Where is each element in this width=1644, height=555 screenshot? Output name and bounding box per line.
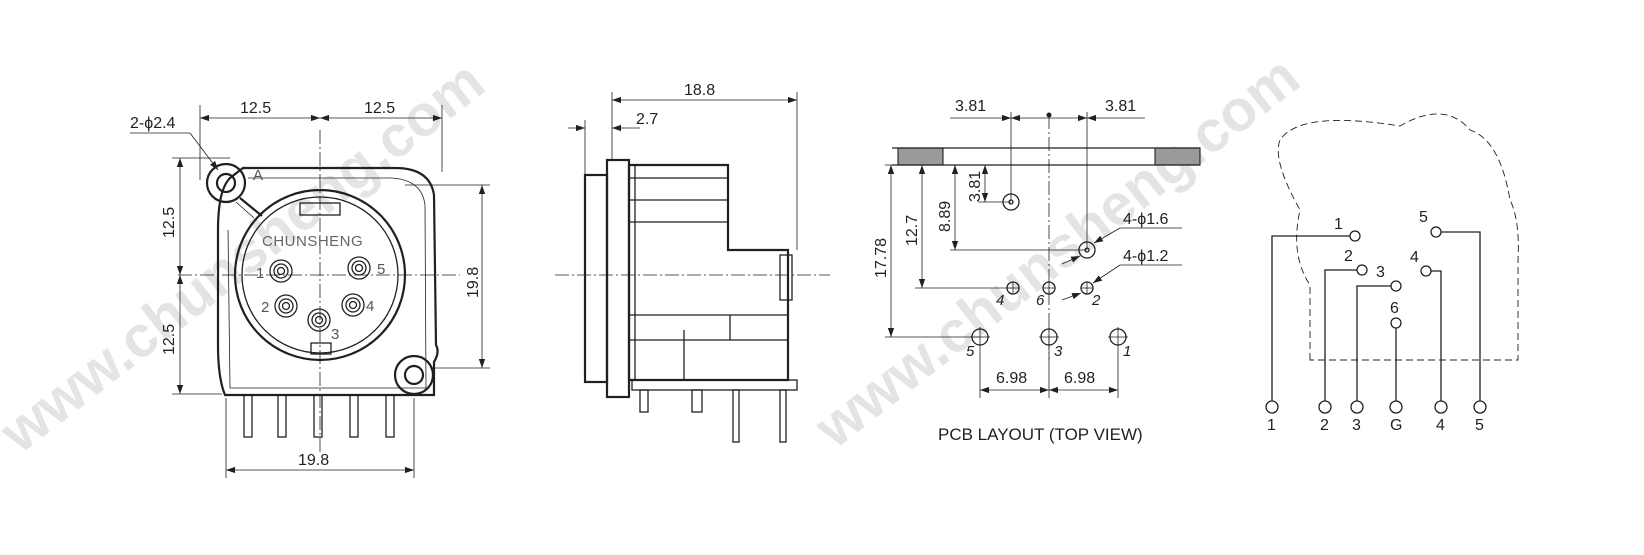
side-body [627,163,790,382]
latch-line [239,197,263,217]
dim-1778: 17.78 [873,238,890,278]
dim-hole-diameter: 2-ϕ2.4 [130,115,176,132]
inner-label-3: 3 [1376,264,1385,281]
latch-slot [299,202,341,216]
hole-label-4: 4 [996,292,1004,309]
mounting-ear-top [205,162,247,204]
side-pin-a [639,389,649,413]
dim-depth: 18.8 [684,82,715,99]
dim-right-height: 19.8 [465,267,482,298]
dim-top-left: 3.81 [955,98,986,115]
inner-label-5: 5 [1419,209,1428,226]
side-pin-d [779,389,787,443]
dim-top-right: 3.81 [1105,98,1136,115]
schematic: 1 2 3 6 4 5 1 2 3 G 4 5 [1265,113,1519,434]
terminal-label-4: 4 [1436,417,1445,434]
pin-1 [269,259,293,283]
inner-pin-3 [1390,280,1402,292]
dim-127: 12.7 [904,215,921,246]
dim-big-holes: 4-ϕ1.6 [1123,211,1169,228]
wire-4 [1431,270,1442,401]
inner-pin-5 [1430,226,1442,238]
terminal-3 [1350,400,1364,414]
wire-3 [1356,285,1391,401]
side-pin-c [732,389,740,443]
pin-2 [274,294,298,318]
key-slot [310,342,332,355]
side-latch-tab [779,254,793,301]
dim-small-holes: 4-ϕ1.2 [1123,248,1169,265]
inner-pin-6 [1390,317,1402,329]
front-view: A CHUNSHENG 1 2 3 4 5 [130,100,490,478]
pin-5 [347,256,371,280]
mounting-ear-bottom [393,354,435,396]
side-view: 18.8 2.7 [555,82,830,443]
connector-face-inner [241,196,399,354]
dim-flange: 2.7 [636,111,658,128]
terminal-5 [1473,400,1487,414]
mounting-hole-top [215,172,237,194]
connector-face-outer [233,188,407,362]
panel-section-right [1154,147,1201,166]
terminal-label-1: 1 [1267,417,1276,434]
inner-pin-1 [1349,230,1361,242]
dim-top-right: 12.5 [364,100,395,117]
schematic-outline [1277,113,1519,361]
inner-label-4: 4 [1410,249,1419,266]
side-base [631,379,798,391]
inner-pin-4 [1420,265,1432,277]
dim-bottom-width: 19.8 [298,452,329,469]
inner-label-2: 2 [1344,248,1353,265]
hole-label-3: 3 [1054,343,1063,360]
dim-small-vertical: 3.81 [967,171,984,202]
side-pin-b [691,389,703,413]
terminal-2 [1318,400,1332,414]
inner-label-1: 1 [1334,216,1343,233]
pin-3-label: 3 [331,326,339,343]
dim-889: 8.89 [937,201,954,232]
hole-label-1: 1 [1123,343,1131,360]
solder-legs [243,394,395,438]
terminal-g [1389,400,1403,414]
wire-5 [1441,231,1481,401]
wire-2 [1324,269,1357,401]
inner-pin-2 [1356,264,1368,276]
dim-bottom-right: 6.98 [1064,370,1095,387]
terminal-label-g: G [1390,417,1402,434]
dim-top-left: 12.5 [240,100,271,117]
dim-bottom-left: 6.98 [996,370,1027,387]
pcb-hole-mid [1078,241,1096,259]
panel-section-left [897,147,944,166]
pin-4 [341,293,365,317]
housing-inner-outline [227,177,427,389]
brand-text: CHUNSHENG [262,233,363,250]
mounting-hole-bottom [403,364,425,386]
terminal-label-3: 3 [1352,417,1361,434]
terminal-4 [1434,400,1448,414]
terminal-label-5: 5 [1475,417,1484,434]
pcb-layout: 3.81 3.81 3.81 8.89 12.7 17.78 [873,98,1201,444]
side-front-plate [605,158,631,399]
wire-1 [1271,235,1350,401]
latch-label: A [253,167,263,184]
inner-label-6: 6 [1390,300,1399,317]
pin-2-label: 2 [261,299,269,316]
hole-label-2: 2 [1091,292,1101,309]
pin-4-label: 4 [366,298,374,315]
side-flange [583,173,609,384]
housing-outline [216,166,439,397]
dim-left-upper: 12.5 [161,207,178,238]
dim-left-lower: 12.5 [161,324,178,355]
pcb-hole-top [1002,193,1020,211]
hole-label-6: 6 [1036,292,1045,309]
pin-5-label: 5 [377,261,385,278]
pin-3 [307,308,331,332]
pcb-layout-title: PCB LAYOUT (TOP VIEW) [938,425,1143,444]
terminal-label-2: 2 [1320,417,1329,434]
terminal-1 [1265,400,1279,414]
hole-label-5: 5 [966,343,975,360]
pin-1-label: 1 [256,265,264,282]
